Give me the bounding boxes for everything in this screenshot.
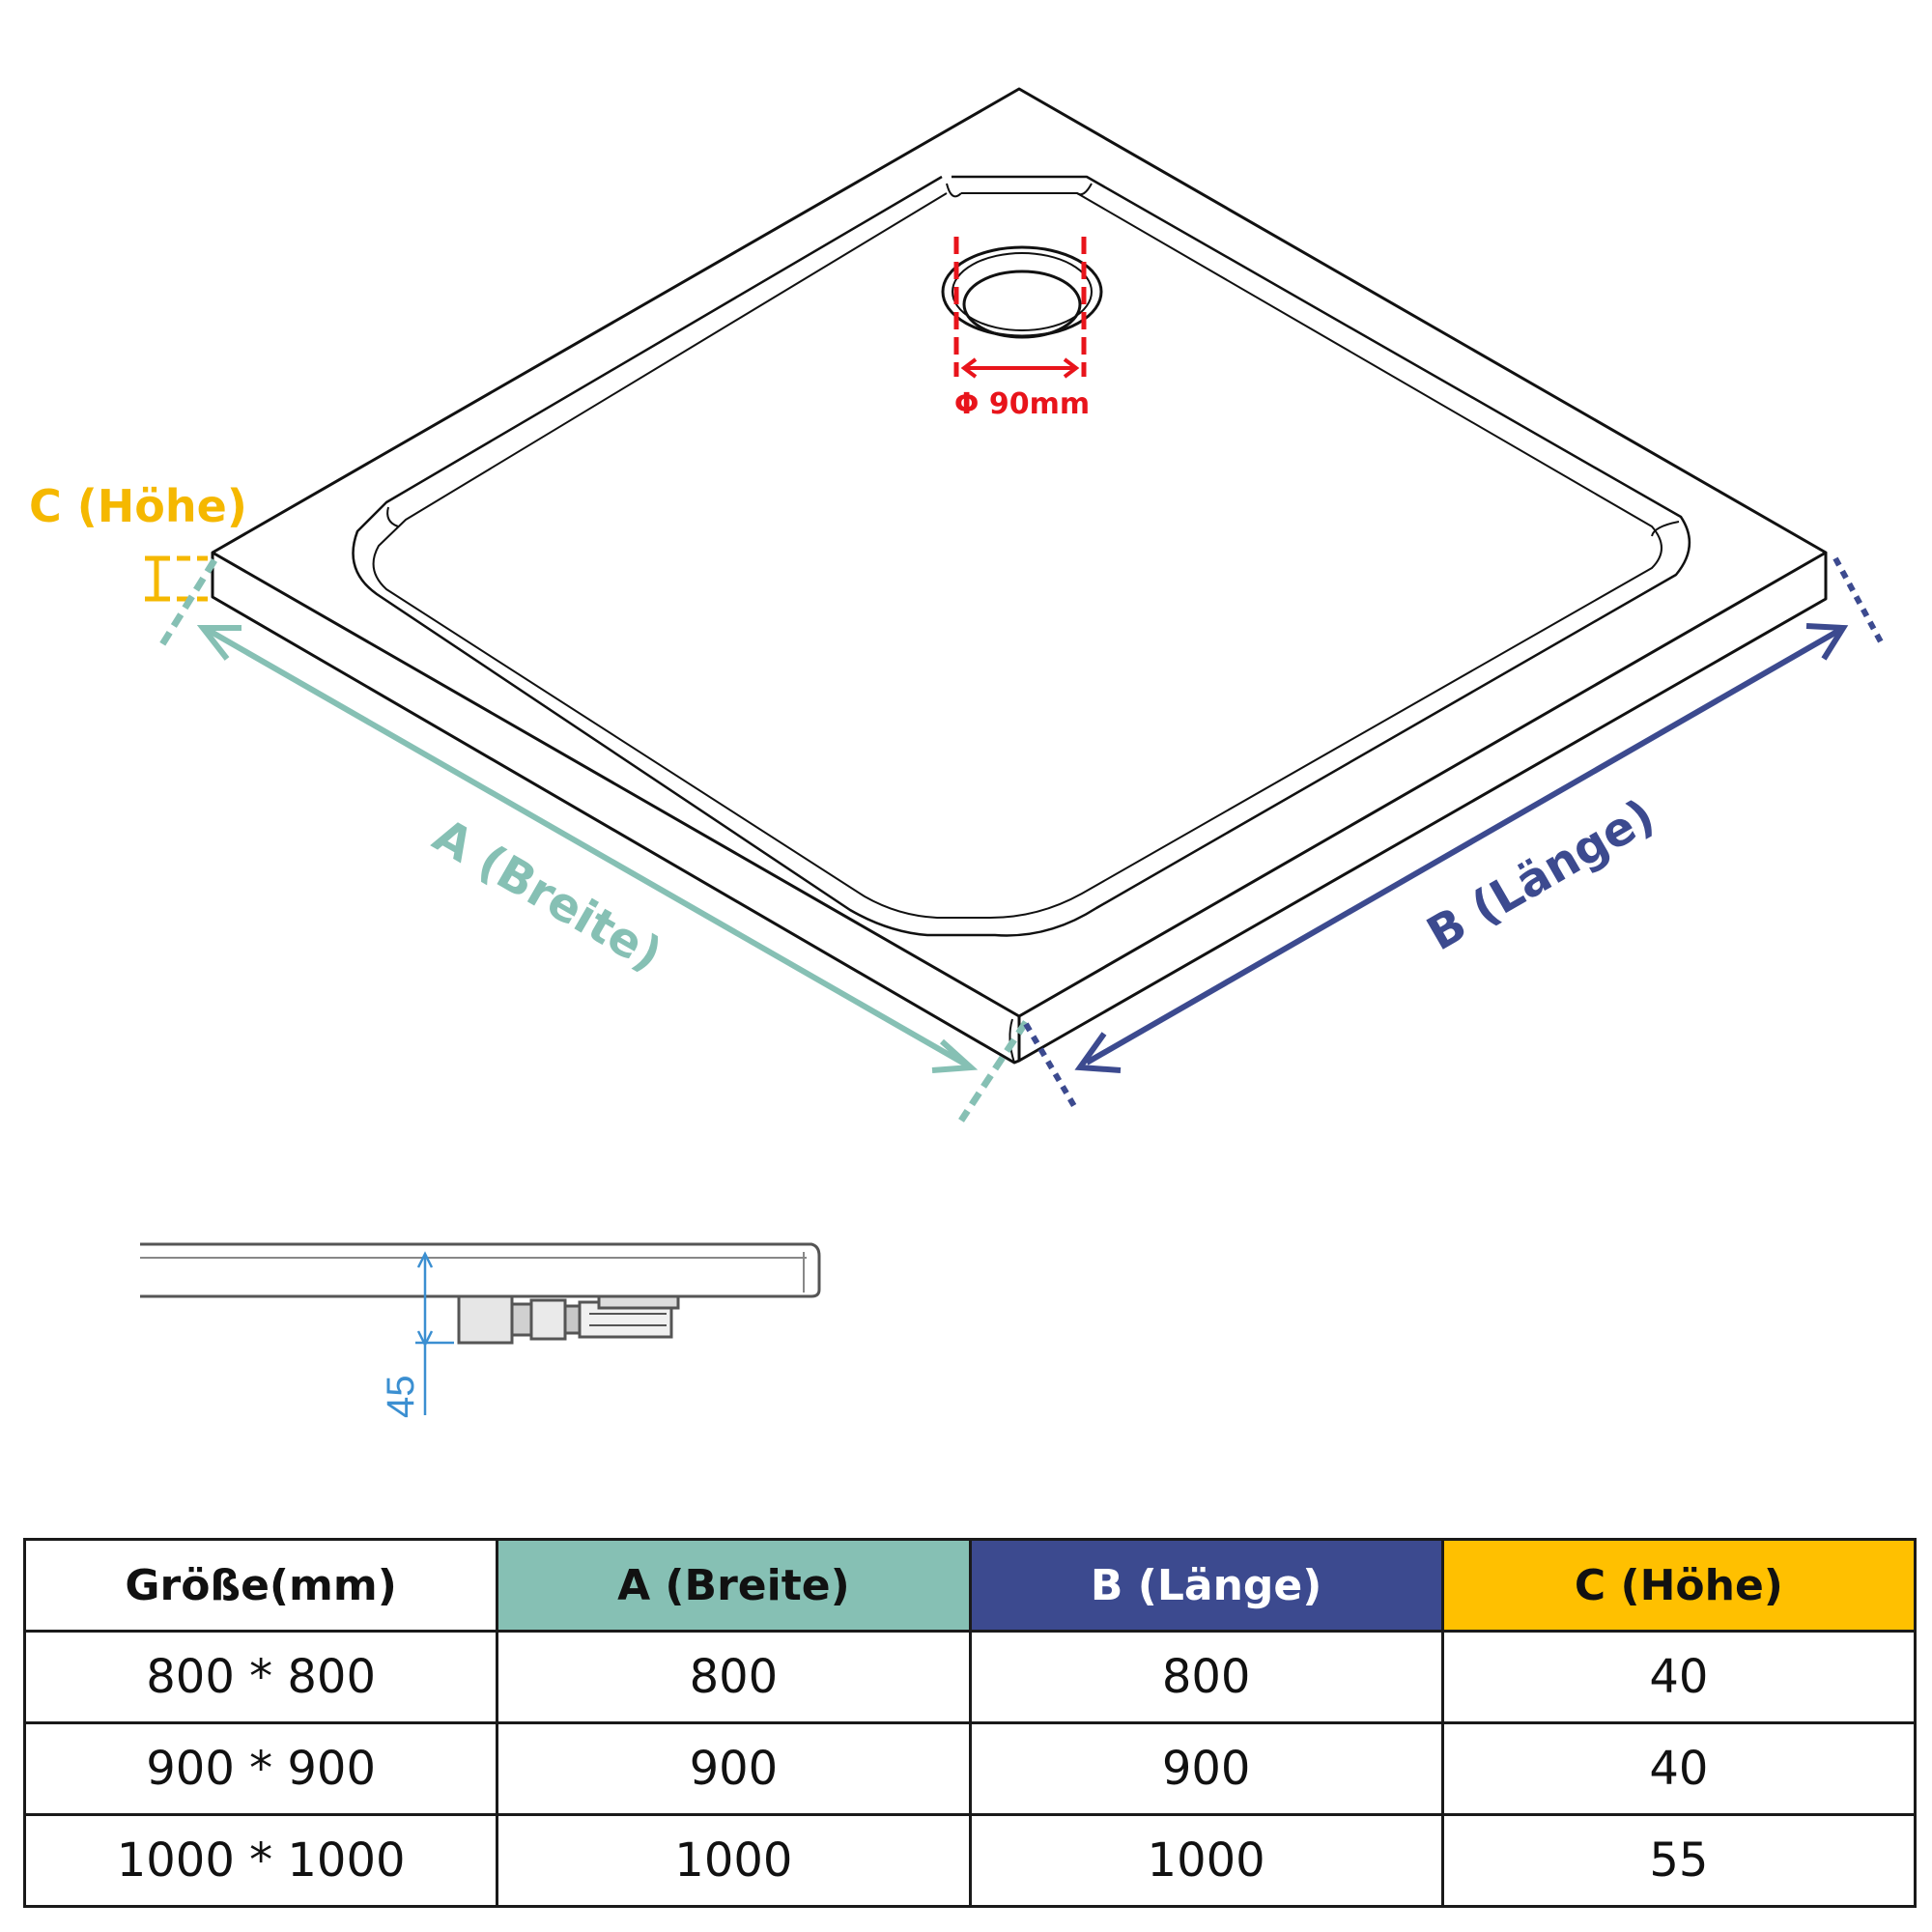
- size-table: Größe(mm) A (Breite) B (Länge) C (Höhe) …: [22, 1538, 1918, 1908]
- section-depth-dimension: [415, 1251, 454, 1415]
- cell-laenge: 800: [968, 1630, 1444, 1724]
- cell-size: 800 * 800: [22, 1630, 499, 1724]
- header-size: Größe(mm): [22, 1538, 499, 1633]
- cell-laenge: 1000: [968, 1813, 1444, 1908]
- width-label: A (Breite): [424, 809, 670, 982]
- section-depth-label: 45: [380, 1376, 422, 1419]
- header-laenge: B (Länge): [968, 1538, 1444, 1633]
- table-row: 900 * 900 900 900 40: [22, 1721, 1918, 1816]
- cell-hoehe: 55: [1440, 1813, 1918, 1908]
- cell-size: 900 * 900: [22, 1721, 499, 1816]
- table-row: 1000 * 1000 1000 1000 55: [22, 1813, 1918, 1908]
- tray-outline: [211, 87, 1828, 1065]
- cell-size: 1000 * 1000: [22, 1813, 499, 1908]
- header-hoehe: C (Höhe): [1440, 1538, 1918, 1633]
- cell-laenge: 900: [968, 1721, 1444, 1816]
- cell-hoehe: 40: [1440, 1721, 1918, 1816]
- drain-dimension: [953, 237, 1087, 379]
- height-dimension: [145, 555, 208, 602]
- length-dimension: [1023, 556, 1887, 1108]
- width-dimension: [156, 558, 1029, 1122]
- length-label: B (Länge): [1418, 788, 1663, 961]
- cell-hoehe: 40: [1440, 1630, 1918, 1724]
- drain-diameter-label: Φ 90mm: [954, 387, 1090, 421]
- shower-tray-diagram: Φ 90mm C (Höhe) A (Breite) B (Länge): [29, 87, 1887, 1419]
- table-header-row: Größe(mm) A (Breite) B (Länge) C (Höhe): [22, 1538, 1918, 1633]
- cell-breite: 1000: [496, 1813, 972, 1908]
- table-row: 800 * 800 800 800 40: [22, 1630, 1918, 1724]
- cell-breite: 800: [496, 1630, 972, 1724]
- height-label: C (Höhe): [29, 480, 247, 532]
- side-section-view: [140, 1242, 821, 1345]
- header-breite: A (Breite): [496, 1538, 972, 1633]
- drain: [941, 245, 1103, 339]
- cell-breite: 900: [496, 1721, 972, 1816]
